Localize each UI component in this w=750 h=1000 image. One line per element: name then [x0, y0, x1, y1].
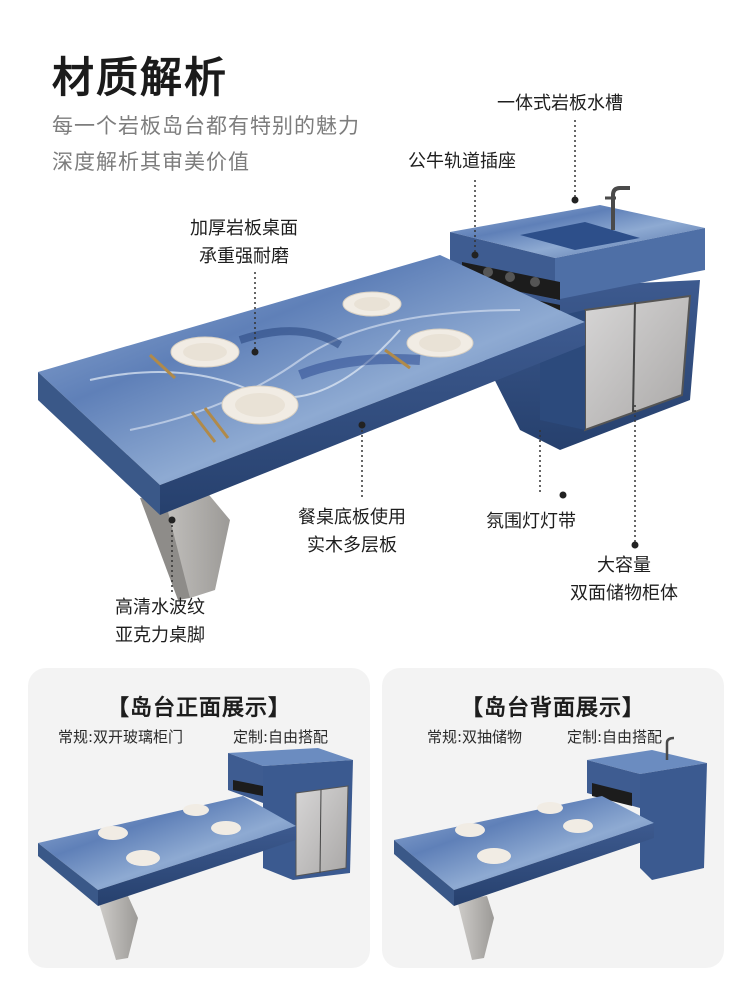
front-view-title: 【岛台正面展示】 — [106, 696, 291, 721]
callout-acrylic-leg: 高清水波纹 亚克力桌脚 — [115, 594, 205, 650]
callout-line: 加厚岩板桌面 — [190, 218, 298, 239]
back-view-panel: 【岛台背面展示】 常规:双抽储物 定制:自由搭配 — [382, 668, 724, 968]
callout-track-socket: 公牛轨道插座 — [408, 151, 516, 172]
back-spec-custom: 定制:自由搭配 — [567, 728, 663, 746]
callout-line: 亚克力桌脚 — [115, 625, 205, 646]
page-subtitle-line2: 深度解析其审美价值 — [52, 150, 250, 174]
page-title: 材质解析 — [52, 53, 229, 102]
page-subtitle-line1: 每一个岩板岛台都有特别的魅力 — [52, 114, 360, 138]
front-view-image — [38, 748, 353, 960]
callout-line: 实木多层板 — [307, 535, 397, 556]
callout-thick-tabletop: 加厚岩板桌面 承重强耐磨 — [190, 215, 298, 271]
front-spec-custom: 定制:自由搭配 — [233, 728, 329, 746]
callout-line: 大容量 — [597, 555, 651, 576]
callout-line: 高清水波纹 — [115, 597, 205, 618]
callout-line: 承重强耐磨 — [199, 246, 289, 267]
front-spec-standard: 常规:双开玻璃柜门 — [58, 728, 184, 746]
back-view-title: 【岛台背面展示】 — [460, 696, 645, 721]
callout-integrated-sink: 一体式岩板水槽 — [497, 93, 623, 114]
callout-line: 餐桌底板使用 — [298, 507, 406, 528]
callout-storage-cabinet: 大容量 双面储物柜体 — [570, 552, 678, 608]
callout-line: 双面储物柜体 — [570, 583, 678, 604]
callout-base-board: 餐桌底板使用 实木多层板 — [298, 504, 406, 560]
front-view-panel: 【岛台正面展示】 常规:双开玻璃柜门 定制:自由搭配 — [28, 668, 370, 968]
back-view-image — [394, 736, 707, 960]
callout-ambient-light: 氛围灯灯带 — [486, 511, 576, 532]
island-product-image — [38, 120, 705, 600]
back-spec-standard: 常规:双抽储物 — [427, 728, 523, 746]
